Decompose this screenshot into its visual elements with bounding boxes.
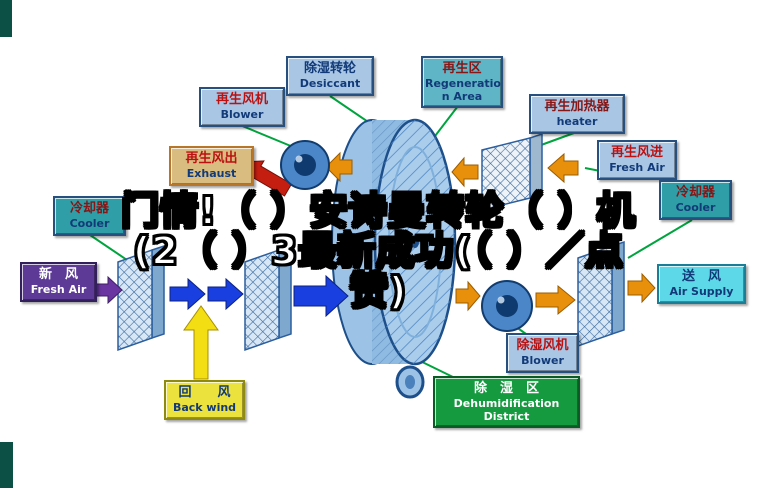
- label-cooler-right-en: Cooler: [675, 200, 716, 214]
- supply-air-arrows: [455, 272, 656, 316]
- label-air-supply-zh: 送 风: [681, 269, 721, 284]
- return-air-arrow: [183, 305, 219, 380]
- desiccant-rotor: [331, 118, 457, 366]
- cooling-coil-left: [117, 244, 165, 352]
- corner-mark-bottom-left: [0, 442, 13, 488]
- regen-fan: [280, 140, 330, 190]
- label-regen-exhaust-en: Exhaust: [186, 166, 237, 180]
- label-cooler-left-en: Cooler: [69, 216, 110, 230]
- label-regen-fresh-air-en: Fresh Air: [609, 160, 665, 174]
- label-dehum-district-en1: Dehumidification: [453, 396, 560, 410]
- label-air-supply-en: Air Supply: [669, 284, 734, 298]
- label-back-wind: 回 风 Back wind: [164, 380, 245, 420]
- supply-fan: [481, 280, 533, 332]
- label-cooler-right-zh: 冷却器: [675, 185, 715, 200]
- heater-coil: [481, 132, 543, 211]
- label-dehum-blower: 除湿风机 Blower: [506, 333, 579, 373]
- regen-air-arrows: [325, 151, 579, 188]
- label-dehum-district-en2: District: [483, 409, 530, 423]
- label-back-wind-en: Back wind: [172, 400, 237, 414]
- watermark-line-1: 门情!（ ）安诗曼转轮（ ）机: [120, 189, 636, 233]
- after-cooler-coil: [577, 240, 625, 348]
- label-air-supply: 送 风 Air Supply: [657, 264, 746, 304]
- label-dehum-district: 除 湿 区 Dehumidification District: [433, 376, 580, 429]
- label-regen-heater-zh: 再生加热器: [544, 99, 610, 114]
- cooling-coil-middle: [244, 244, 292, 352]
- label-dehum-blower-zh: 除湿风机: [516, 338, 569, 353]
- label-regen-blower: 再生风机 Blower: [199, 87, 285, 127]
- label-dehum-district-zh: 除 湿 区: [473, 381, 539, 396]
- label-cooler-right: 冷却器 Cooler: [659, 180, 732, 220]
- label-desiccant-wheel-en: Desiccant: [299, 76, 361, 90]
- watermark-line-2: (2（ ）3最新成功(（ ）／点: [132, 229, 625, 273]
- corner-mark-top-left: [0, 0, 12, 37]
- label-regen-heater-en: heater: [556, 114, 598, 128]
- label-dehum-blower-en: Blower: [521, 353, 564, 367]
- label-regen-area: 再生区 Regeneratio n Area: [421, 56, 503, 109]
- fresh-air-arrow: [95, 275, 123, 305]
- label-regen-area-en: Regeneratio n Area: [425, 76, 501, 103]
- rotor-stub: [395, 365, 425, 399]
- label-regen-exhaust-zh: 再生风出: [185, 151, 238, 166]
- label-cooler-left-zh: 冷却器: [69, 201, 109, 216]
- watermark-line-3: 赞): [349, 269, 408, 313]
- label-fresh-air: 新 风 Fresh Air: [20, 262, 97, 302]
- label-regen-area-zh: 再生区: [442, 61, 482, 76]
- label-regen-blower-en: Blower: [220, 107, 264, 121]
- label-regen-fresh-air-zh: 再生风进: [610, 145, 663, 160]
- label-cooler-left: 冷却器 Cooler: [53, 196, 126, 236]
- label-fresh-air-en: Fresh Air: [30, 282, 87, 296]
- label-regen-fresh-air: 再生风进 Fresh Air: [597, 140, 677, 180]
- label-desiccant-wheel-zh: 除湿转轮: [303, 61, 356, 76]
- label-fresh-air-zh: 新 风: [38, 267, 78, 282]
- label-regen-exhaust: 再生风出 Exhaust: [169, 146, 254, 186]
- process-air-arrows: [169, 274, 349, 318]
- label-regen-heater: 再生加热器 heater: [529, 94, 625, 134]
- label-desiccant-wheel: 除湿转轮 Desiccant: [286, 56, 374, 96]
- label-regen-blower-zh: 再生风机: [215, 92, 268, 107]
- label-back-wind-zh: 回 风: [178, 385, 231, 400]
